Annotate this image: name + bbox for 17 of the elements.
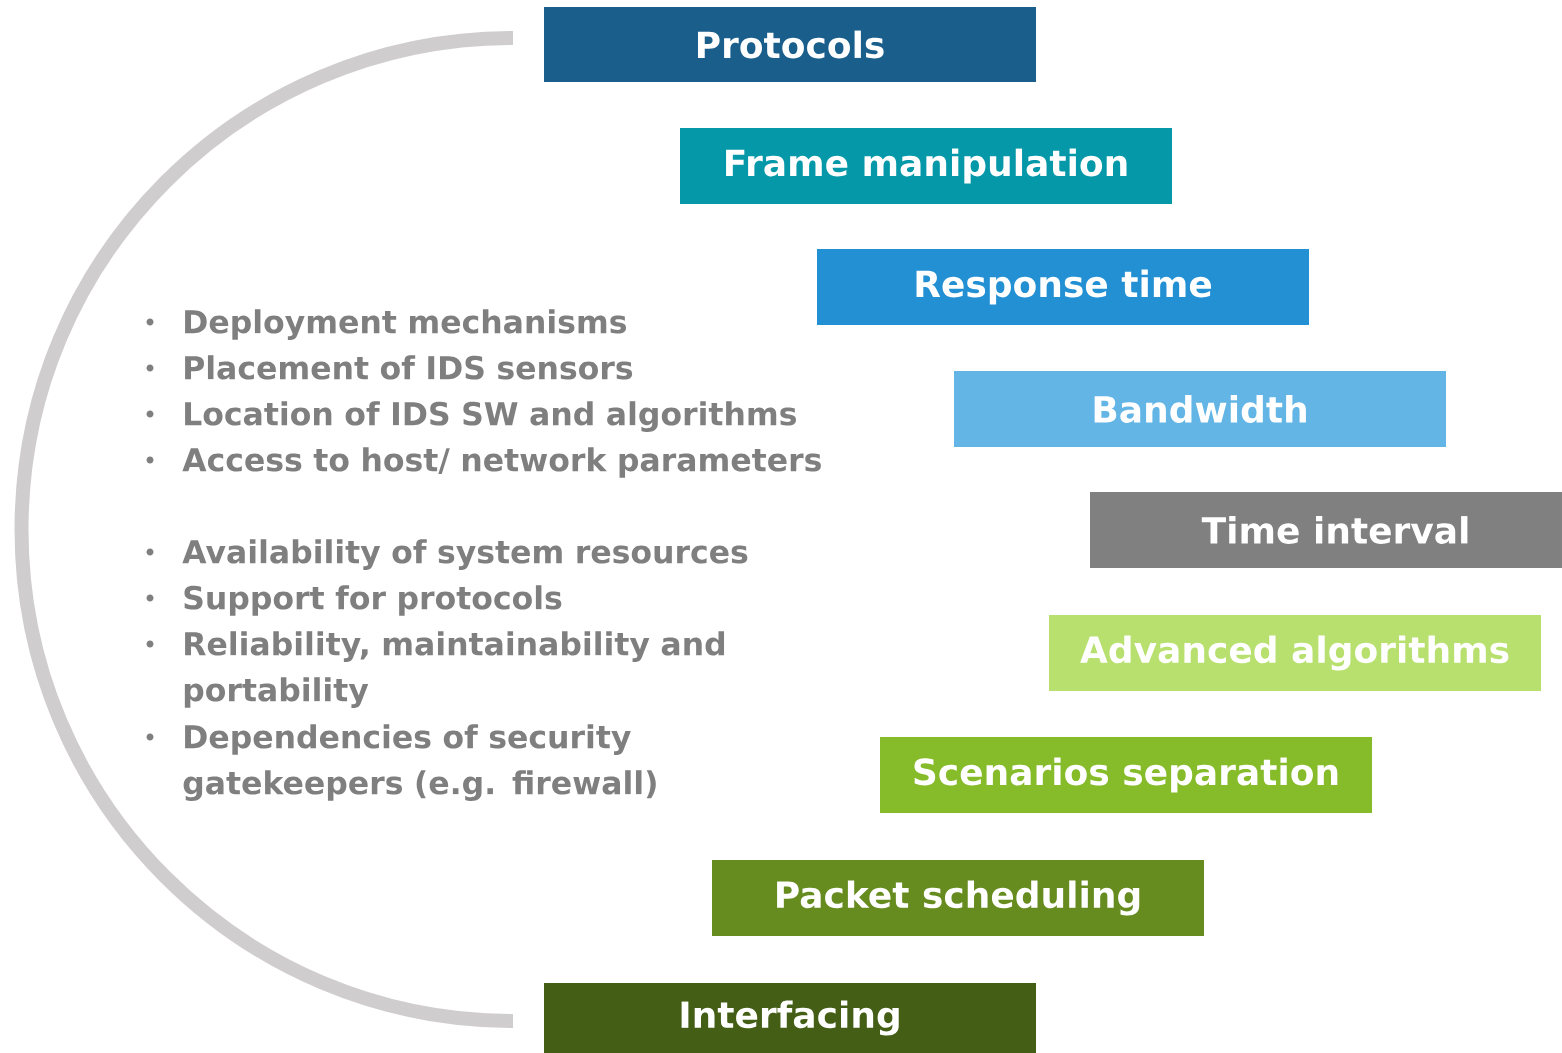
category-bar: Frame manipulation [680,128,1172,204]
bullet-item: Deployment mechanisms [185,309,626,340]
category-bar: Interfacing [544,983,1036,1053]
category-bar: Time interval [1090,492,1562,568]
category-bar: Advanced algorithms [1049,615,1541,691]
bullet-item: Dependencies of security gatekeepers (e.g. firewall) [183,724,656,801]
category-bar: Response time [817,249,1309,325]
bullet-item: Access to host/ network parameters [182,447,821,478]
bullet-item: Placement of IDS sensors [185,355,633,380]
category-bar: Bandwidth [954,371,1446,447]
category-bar: Scenarios separation [880,737,1372,813]
bullet-item: Support for protocols [184,585,562,616]
bullet-item: Reliability, maintainability and portability [184,631,725,708]
category-bar: Packet scheduling [712,860,1204,936]
category-bar: Protocols [544,7,1036,82]
bullet-item: Location of IDS SW and algorithms [185,401,796,432]
bullet-item: Availability of system resources [182,539,748,570]
